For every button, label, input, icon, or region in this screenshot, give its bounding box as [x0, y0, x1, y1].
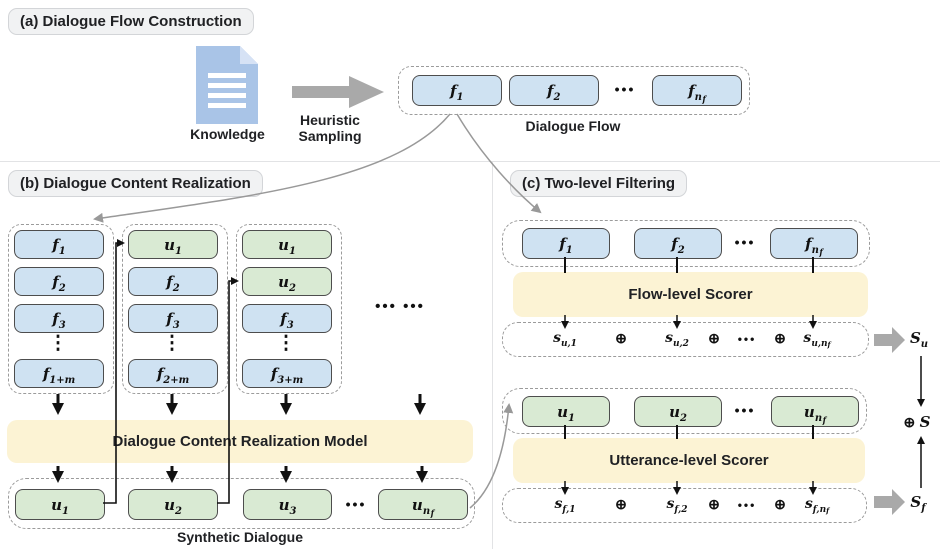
score-su2: su,2 — [665, 330, 689, 349]
section-a-label: (a) Dialogue Flow Construction — [8, 8, 254, 35]
score-sf2: sf,2 — [666, 496, 688, 515]
col2-box-f3: f3 — [128, 304, 218, 333]
cfrow-box-f1: f1 — [522, 228, 610, 259]
curow-box-un: unf — [771, 396, 859, 427]
flow-ellipsis: ••• — [614, 81, 636, 97]
flow-scores-ellipsis: ••• — [737, 332, 757, 346]
dialogue-flow-container — [398, 66, 750, 115]
heuristic-sampling-caption: Heuristic Sampling — [288, 112, 372, 144]
oplus-icon: ⊕ — [708, 496, 720, 512]
divider-horizontal — [0, 161, 940, 162]
col3-box-f3: f3 — [242, 304, 332, 333]
knowledge-caption: Knowledge — [190, 126, 265, 142]
oplus-icon: ⊕ — [774, 330, 786, 346]
col3-box-f3m: f3+m — [242, 359, 332, 388]
score-Sf: Sf — [910, 493, 926, 514]
oplus-icon: ⊕ — [615, 496, 627, 512]
section-b-label: (b) Dialogue Content Realization — [8, 170, 263, 197]
oplus-icon: ⊕ — [615, 330, 627, 346]
score-su1: su,1 — [553, 330, 577, 349]
curow-box-u2: u2 — [634, 396, 722, 427]
realization-model-box: Dialogue Content Realization Model — [7, 420, 473, 463]
out-box-un: unf — [378, 489, 468, 520]
heuristic-line: Heuristic — [300, 112, 360, 128]
knowledge-document-icon — [196, 46, 258, 124]
col3-box-u1: u1 — [242, 230, 332, 259]
col2-vdots: ⋮ — [162, 333, 182, 354]
oplus-icon: ⊕ — [903, 414, 916, 430]
heuristic-sampling-arrow — [292, 76, 384, 108]
score-sfn: sf,nf — [804, 496, 830, 515]
cfrow-box-fn: fnf — [770, 228, 858, 259]
score-total: ⊕ S — [903, 413, 931, 431]
section-c-label: (c) Two-level Filtering — [510, 170, 688, 197]
col3-vdots: ⋮ — [276, 333, 296, 354]
col1-vdots: ⋮ — [48, 333, 68, 354]
sampling-line: Sampling — [298, 128, 362, 144]
col2-box-f2: f2 — [128, 267, 218, 296]
curow-box-u1: u1 — [522, 396, 610, 427]
out-box-u1: u1 — [15, 489, 105, 520]
flow-scores-container — [502, 322, 869, 357]
curow-ellipsis: ••• — [734, 402, 756, 418]
out-box-u2: u2 — [128, 489, 218, 520]
utterance-level-scorer-box: Utterance-level Scorer — [513, 438, 865, 483]
score-Su: Su — [909, 329, 929, 350]
oplus-icon: ⊕ — [708, 330, 720, 346]
filter-flow-container — [502, 220, 870, 267]
oplus-icon: ⊕ — [774, 496, 786, 512]
col1-box-f3: f3 — [14, 304, 104, 333]
block-arrow-su — [874, 327, 905, 353]
flow-box-f2: f2 — [509, 75, 599, 106]
col2-box-u1: u1 — [128, 230, 218, 259]
col1-box-f2: f2 — [14, 267, 104, 296]
synthetic-dialogue-caption: Synthetic Dialogue — [176, 529, 304, 545]
cfrow-ellipsis: ••• — [734, 234, 756, 250]
flow-box-fn: fnf — [652, 75, 742, 106]
columns-ellipsis: ••• ••• — [375, 298, 425, 315]
out-box-u3: u3 — [243, 489, 332, 520]
cfrow-box-f2: f2 — [634, 228, 722, 259]
out-ellipsis: ••• — [345, 496, 367, 512]
dialogue-flow-caption: Dialogue Flow — [525, 118, 621, 134]
utterance-scores-ellipsis: ••• — [737, 498, 757, 512]
block-arrow-sf — [874, 489, 905, 515]
flow-level-scorer-box: Flow-level Scorer — [513, 272, 868, 317]
score-sun: su,nf — [803, 330, 831, 349]
col3-box-u2: u2 — [242, 267, 332, 296]
col1-box-f1: f1 — [14, 230, 104, 259]
flow-box-f1: f1 — [412, 75, 502, 106]
col1-box-f1m: f1+m — [14, 359, 104, 388]
score-sf1: sf,1 — [554, 496, 576, 515]
col2-box-f2m: f2+m — [128, 359, 218, 388]
divider-vertical — [492, 161, 493, 549]
